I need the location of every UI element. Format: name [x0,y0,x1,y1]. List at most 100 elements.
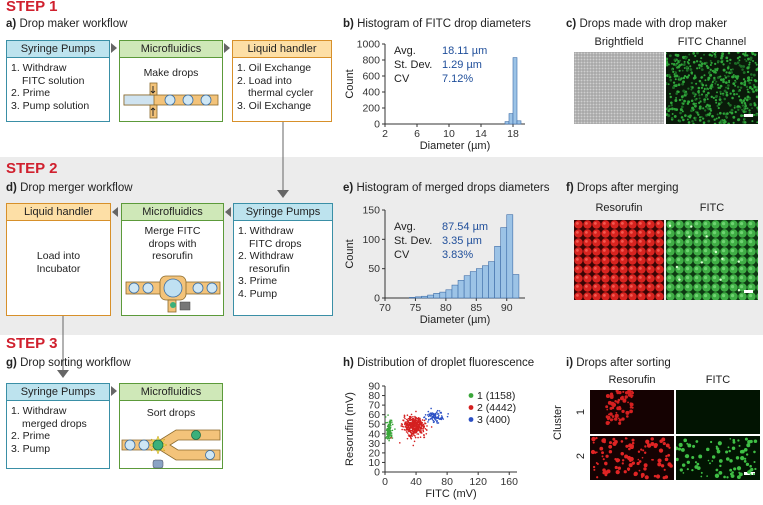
sorted-drop [692,444,696,448]
fluorescent-drop [718,98,722,102]
fluorescent-drop [671,62,674,65]
histogram-bar [482,265,489,299]
fluorescent-drop [674,84,678,87]
scatter-point [422,423,425,426]
fluorescent-drop [726,66,730,70]
sorted-drop [700,471,703,474]
fluorescent-drop [670,116,674,120]
sorted-drop [618,421,622,425]
sorted-drop [707,459,710,462]
sorted-drop [606,469,610,474]
fluorescent-drop [729,92,732,95]
fluorescent-drop [697,113,700,116]
fluorescent-drop [678,119,682,123]
sorted-drop [739,449,744,454]
fluorescent-drop [717,116,721,119]
scatter-point [412,444,415,447]
fluorescent-drop [752,60,755,62]
cluster1-fitc-image [676,390,760,434]
fluorescent-drop [679,111,682,115]
sorted-drop [614,465,618,470]
y-axis-label: Resorufin (mV) [344,392,356,466]
scatter-point [432,419,435,422]
fluorescent-drop [756,108,758,111]
fluorescent-drop [736,85,740,89]
sorted-drop [620,452,624,456]
histogram-bar [506,214,514,299]
fluorescent-drop [682,89,686,93]
scatter-point [409,426,412,429]
sorted-drop [637,458,640,461]
y-tick-label: 100 [362,234,380,246]
fluorescent-drop [728,103,731,106]
sorted-drop [679,468,683,472]
histogram-bar [469,271,477,299]
fluorescent-drop [723,97,727,101]
sorted-drop [650,437,654,441]
scatter-point [386,438,389,440]
scatter-point [441,417,443,420]
y-tick-label: 70 [368,400,380,412]
sorted-drop [696,462,700,466]
fluorescent-drop [690,88,693,91]
scatter-point [418,422,421,425]
merger-device-illustration [125,275,221,313]
sorted-drop [725,457,730,461]
sorted-drop [608,444,613,449]
x-axis-label: Diameter (µm) [420,140,491,152]
fluorescent-drop [740,82,743,85]
y-tick-label: 90 [368,381,380,393]
fluorescent-drop [751,88,754,91]
fluorescent-drop [667,73,671,77]
sorted-drop [618,418,622,422]
fluorescent-drop [734,81,737,84]
sorted-drop [608,421,611,424]
sorted-drop [737,439,740,442]
micro-box-g: Microfluidics Sort drops [119,383,223,469]
fluorescent-drop [746,107,749,110]
sorted-drop [698,454,703,459]
fluorescent-drop [690,85,693,88]
fluorescent-drop [694,54,697,58]
x-tick-label: 6 [414,128,420,140]
scatter-point [406,428,409,431]
fluorescent-drop [696,111,699,114]
sorted-drop [590,449,596,455]
fluorescent-drop [692,122,695,124]
scatter-point [423,416,426,418]
sorted-drop [592,441,595,444]
fluorescent-drop [746,54,749,57]
scatter-point [426,414,429,416]
sorted-drop [746,443,751,448]
fluorescent-drop [723,74,726,77]
scatter-point [412,415,414,418]
scatter-point [407,426,410,428]
y-tick-label: 1000 [357,39,381,51]
histogram-bar [488,261,495,299]
sorted-drop [660,464,665,468]
fluorescent-drop [668,108,672,111]
scatter-point [413,422,415,425]
fluorescent-drop [748,81,752,85]
histogram-bar [421,295,428,299]
scatter-point [389,427,391,429]
scatter-point [413,424,416,427]
brightfield-image [574,52,664,124]
sorted-drop [653,442,658,447]
sorted-drop [617,417,620,420]
fitc-label-i: FITC [705,374,731,386]
sorted-drop [643,463,648,468]
scatter-point [413,440,416,443]
sorted-drop [749,464,752,468]
resorufin-label-i: Resorufin [608,374,656,386]
fluorescent-drop [678,59,682,62]
sorted-drop [607,418,610,421]
sorted-drop [676,457,679,462]
fitc-label-f: FITC [699,202,725,214]
sorted-drop [629,406,633,409]
scatter-point [417,420,420,423]
scatter-point [437,417,440,420]
fluorescent-drop [674,99,678,102]
histogram-bar [445,289,453,299]
histogram-bar [512,57,518,125]
